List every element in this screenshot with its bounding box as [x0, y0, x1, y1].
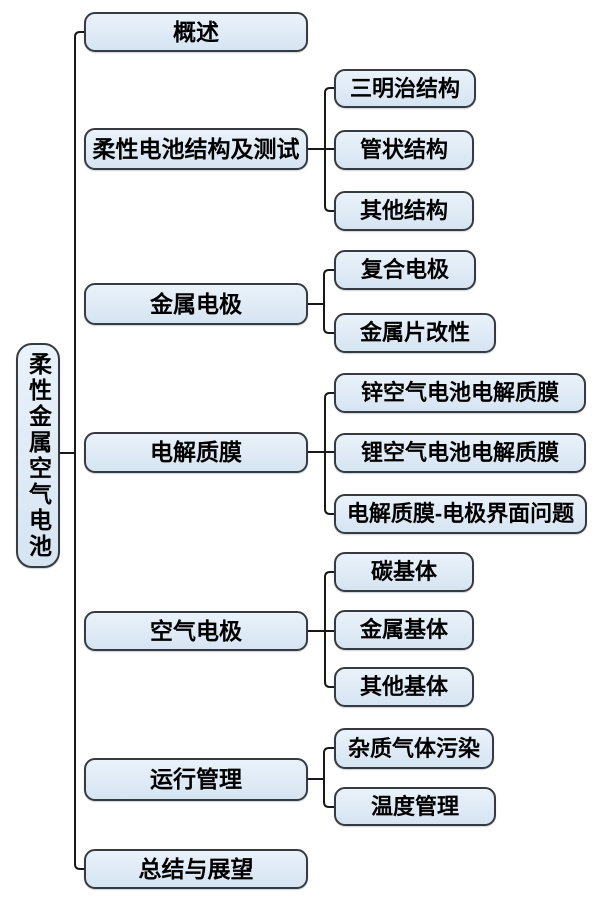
connector-branch-metal-electrode [307, 269, 335, 334]
connector-branch-structure [307, 87, 335, 212]
branch-structure-and-testing[interactable]: 柔性电池结构及测试 [84, 128, 308, 170]
connector-branch-air-electrode [307, 571, 335, 688]
subtopic-metal-sheet-modification[interactable]: 金属片改性 [334, 313, 496, 353]
subtopic-zinc-air-battery-electrolyte-membrane[interactable]: 锌空气电池电解质膜 [334, 373, 586, 413]
connector-branch-electrolyte-membrane [307, 392, 335, 515]
subtopic-lithium-air-battery-electrolyte-membrane[interactable]: 锂空气电池电解质膜 [334, 433, 586, 473]
subtopic-temperature-management[interactable]: 温度管理 [334, 787, 496, 826]
subtopic-other-structure[interactable]: 其他结构 [334, 191, 474, 231]
branch-operation-management[interactable]: 运行管理 [84, 758, 308, 801]
subtopic-tubular-structure[interactable]: 管状结构 [334, 130, 474, 170]
branch-air-electrode[interactable]: 空气电极 [84, 611, 308, 651]
branch-electrolyte-membrane[interactable]: 电解质膜 [84, 432, 308, 473]
branch-metal-electrode[interactable]: 金属电极 [84, 283, 308, 325]
connector-trunk [74, 31, 85, 870]
subtopic-other-substrate[interactable]: 其他基体 [334, 667, 474, 707]
root-node-flexible-metal-air-battery[interactable]: 柔性金属空气电池 [16, 343, 60, 568]
subtopic-impurity-gas-pollution[interactable]: 杂质气体污染 [334, 728, 494, 769]
branch-overview[interactable]: 概述 [84, 12, 308, 52]
connector-branch-operation-management [307, 747, 335, 808]
branch-summary-and-outlook[interactable]: 总结与展望 [84, 849, 308, 889]
subtopic-carbon-substrate[interactable]: 碳基体 [334, 552, 474, 592]
subtopic-membrane-electrode-interface-issues[interactable]: 电解质膜-电极界面问题 [334, 494, 587, 534]
subtopic-sandwich-structure[interactable]: 三明治结构 [334, 69, 476, 108]
subtopic-composite-electrode[interactable]: 复合电极 [334, 250, 476, 290]
subtopic-metal-substrate[interactable]: 金属基体 [334, 610, 474, 650]
